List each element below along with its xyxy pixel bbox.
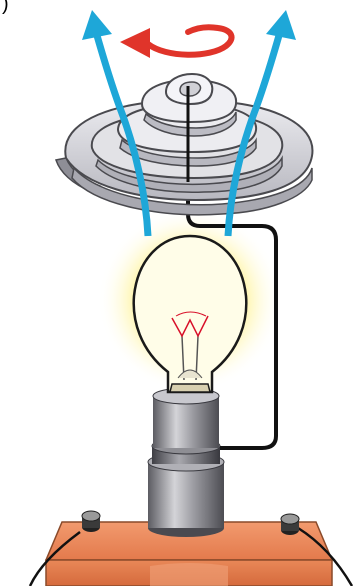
figure-part-label: ) xyxy=(2,0,9,14)
socket-lower xyxy=(148,453,224,537)
paper-spiral xyxy=(56,74,312,215)
right-air-flow-arrow-head xyxy=(266,10,296,40)
left-air-flow-arrow-head xyxy=(82,10,112,40)
socket-upper xyxy=(153,388,219,448)
rotation-arrow xyxy=(120,27,232,58)
